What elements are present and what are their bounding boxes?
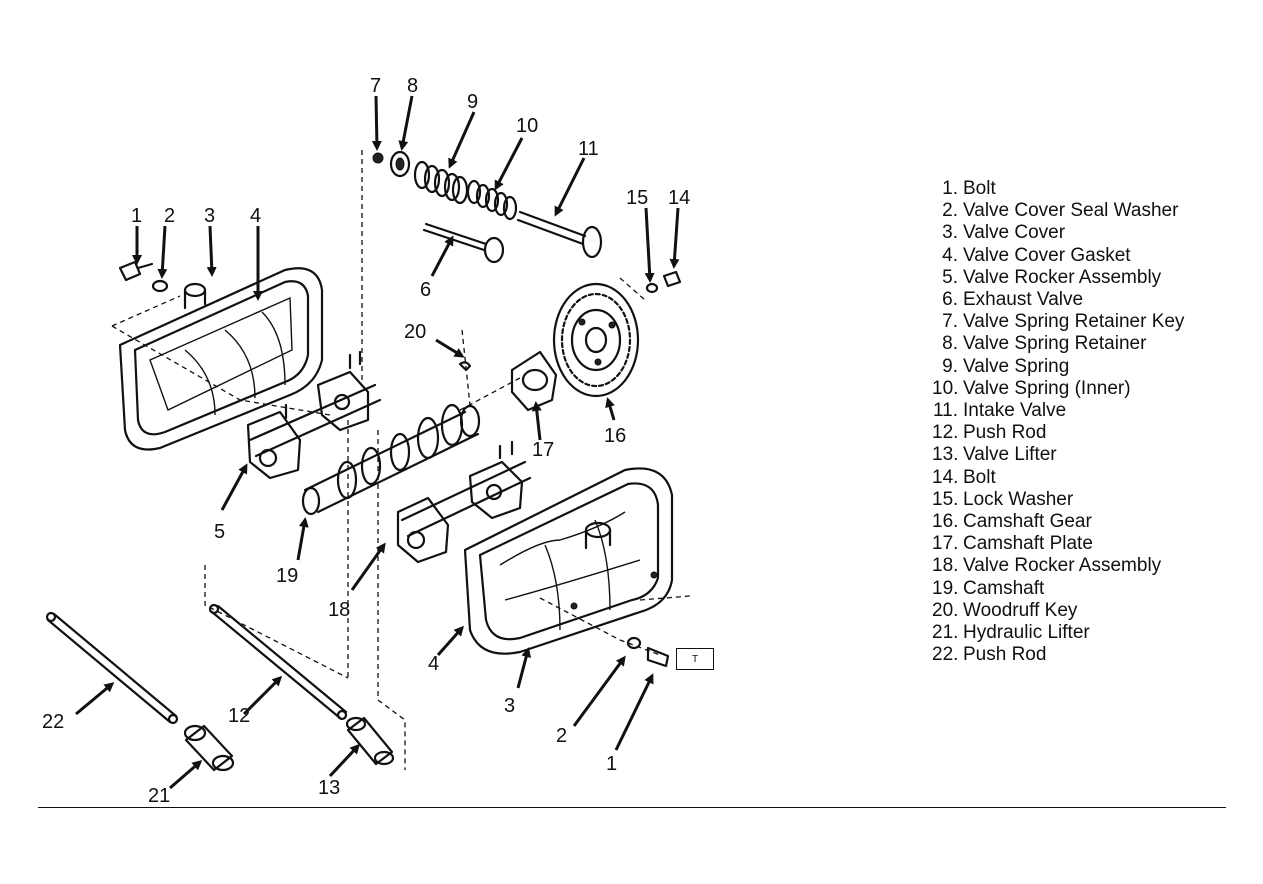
torque-spec-box: T xyxy=(676,648,714,670)
callout-22: 22 xyxy=(42,711,64,733)
callout-4-lower: 4 xyxy=(428,653,439,675)
legend-item: 2.Valve Cover Seal Washer xyxy=(942,200,1179,222)
legend-item: 7.Valve Spring Retainer Key xyxy=(942,311,1185,333)
callout-13: 13 xyxy=(318,777,340,799)
push-rod-22 xyxy=(45,611,179,725)
seal-washer-upper xyxy=(151,279,169,293)
valve-rocker-assembly-right xyxy=(396,440,532,564)
callout-2-lower: 2 xyxy=(556,725,567,747)
legend-item: 17.Camshaft Plate xyxy=(932,533,1093,555)
hydraulic-lifter xyxy=(183,724,235,772)
legend-item: 11.Intake Valve xyxy=(932,400,1067,422)
callout-10: 10 xyxy=(516,115,538,137)
legend-item: 4.Valve Cover Gasket xyxy=(942,244,1131,266)
leader-arrows xyxy=(75,95,680,790)
legend-item: 9.Valve Spring xyxy=(942,355,1070,377)
legend-item: 21.Hydraulic Lifter xyxy=(932,622,1090,644)
lock-washer xyxy=(645,282,659,294)
callout-3-lower: 3 xyxy=(504,695,515,717)
callout-8: 8 xyxy=(407,75,418,97)
callout-20: 20 xyxy=(404,321,426,343)
callout-4: 4 xyxy=(250,205,261,227)
legend-item: 16.Camshaft Gear xyxy=(932,511,1092,533)
legend-item: 22.Push Rod xyxy=(932,644,1047,666)
camshaft-plate xyxy=(510,350,558,412)
legend-item: 15.Lock Washer xyxy=(932,488,1074,510)
camshaft xyxy=(301,403,481,516)
callout-2: 2 xyxy=(164,205,175,227)
callout-12: 12 xyxy=(228,705,250,727)
valve-cover-upper xyxy=(118,267,324,451)
woodruff-key xyxy=(458,361,472,372)
callout-3: 3 xyxy=(204,205,215,227)
bolt-gear xyxy=(662,270,682,288)
bottom-divider xyxy=(38,807,1226,808)
callout-5: 5 xyxy=(214,521,225,543)
seal-washer-lower xyxy=(626,636,642,650)
legend-item: 12.Push Rod xyxy=(932,422,1047,444)
callout-11: 11 xyxy=(578,138,599,160)
parts-legend: 1.Bolt 2.Valve Cover Seal Washer 3.Valve… xyxy=(932,178,1184,666)
legend-item: 20.Woodruff Key xyxy=(932,599,1078,621)
legend-item: 10.Valve Spring (Inner) xyxy=(932,377,1131,399)
callout-9: 9 xyxy=(467,91,478,113)
callout-21: 21 xyxy=(148,785,170,807)
callout-labels: 1 2 3 4 5 6 7 8 9 10 11 14 15 16 17 18 1… xyxy=(42,75,690,807)
push-rod-12 xyxy=(208,603,348,721)
callout-19: 19 xyxy=(276,565,298,587)
legend-item: 19.Camshaft xyxy=(932,577,1045,599)
legend-item: 1.Bolt xyxy=(942,178,996,199)
valve-rocker-assembly-left xyxy=(246,350,382,480)
camshaft-gear xyxy=(552,282,640,398)
callout-18: 18 xyxy=(328,599,350,621)
callout-17: 17 xyxy=(532,439,554,461)
valve-spring-retainer-key xyxy=(372,152,384,164)
legend-item: 18.Valve Rocker Assembly xyxy=(932,555,1162,577)
callout-7: 7 xyxy=(370,75,381,97)
alignment-guides xyxy=(111,150,691,770)
callout-1: 1 xyxy=(131,205,142,227)
callout-1-lower: 1 xyxy=(606,753,617,775)
callout-15: 15 xyxy=(626,187,648,209)
callout-6: 6 xyxy=(420,279,431,301)
bolt-lower xyxy=(646,646,670,668)
legend-item: 5.Valve Rocker Assembly xyxy=(942,266,1162,288)
legend-item: 3.Valve Cover xyxy=(942,222,1066,244)
legend-item: 8.Valve Spring Retainer xyxy=(942,333,1147,355)
valve-spring xyxy=(413,160,469,205)
exhaust-valve xyxy=(422,222,505,264)
valve-cover-lower xyxy=(463,467,674,655)
legend-item: 13.Valve Lifter xyxy=(932,444,1057,466)
legend-item: 14.Bolt xyxy=(932,466,996,488)
valve-lifter xyxy=(345,716,395,766)
valve-spring-inner xyxy=(466,179,518,221)
callout-16: 16 xyxy=(604,425,626,447)
bolt-upper xyxy=(118,260,154,282)
legend-item: 6.Exhaust Valve xyxy=(942,289,1084,311)
callout-14: 14 xyxy=(668,187,690,209)
intake-valve xyxy=(516,210,603,259)
valve-spring-retainer xyxy=(389,150,411,178)
